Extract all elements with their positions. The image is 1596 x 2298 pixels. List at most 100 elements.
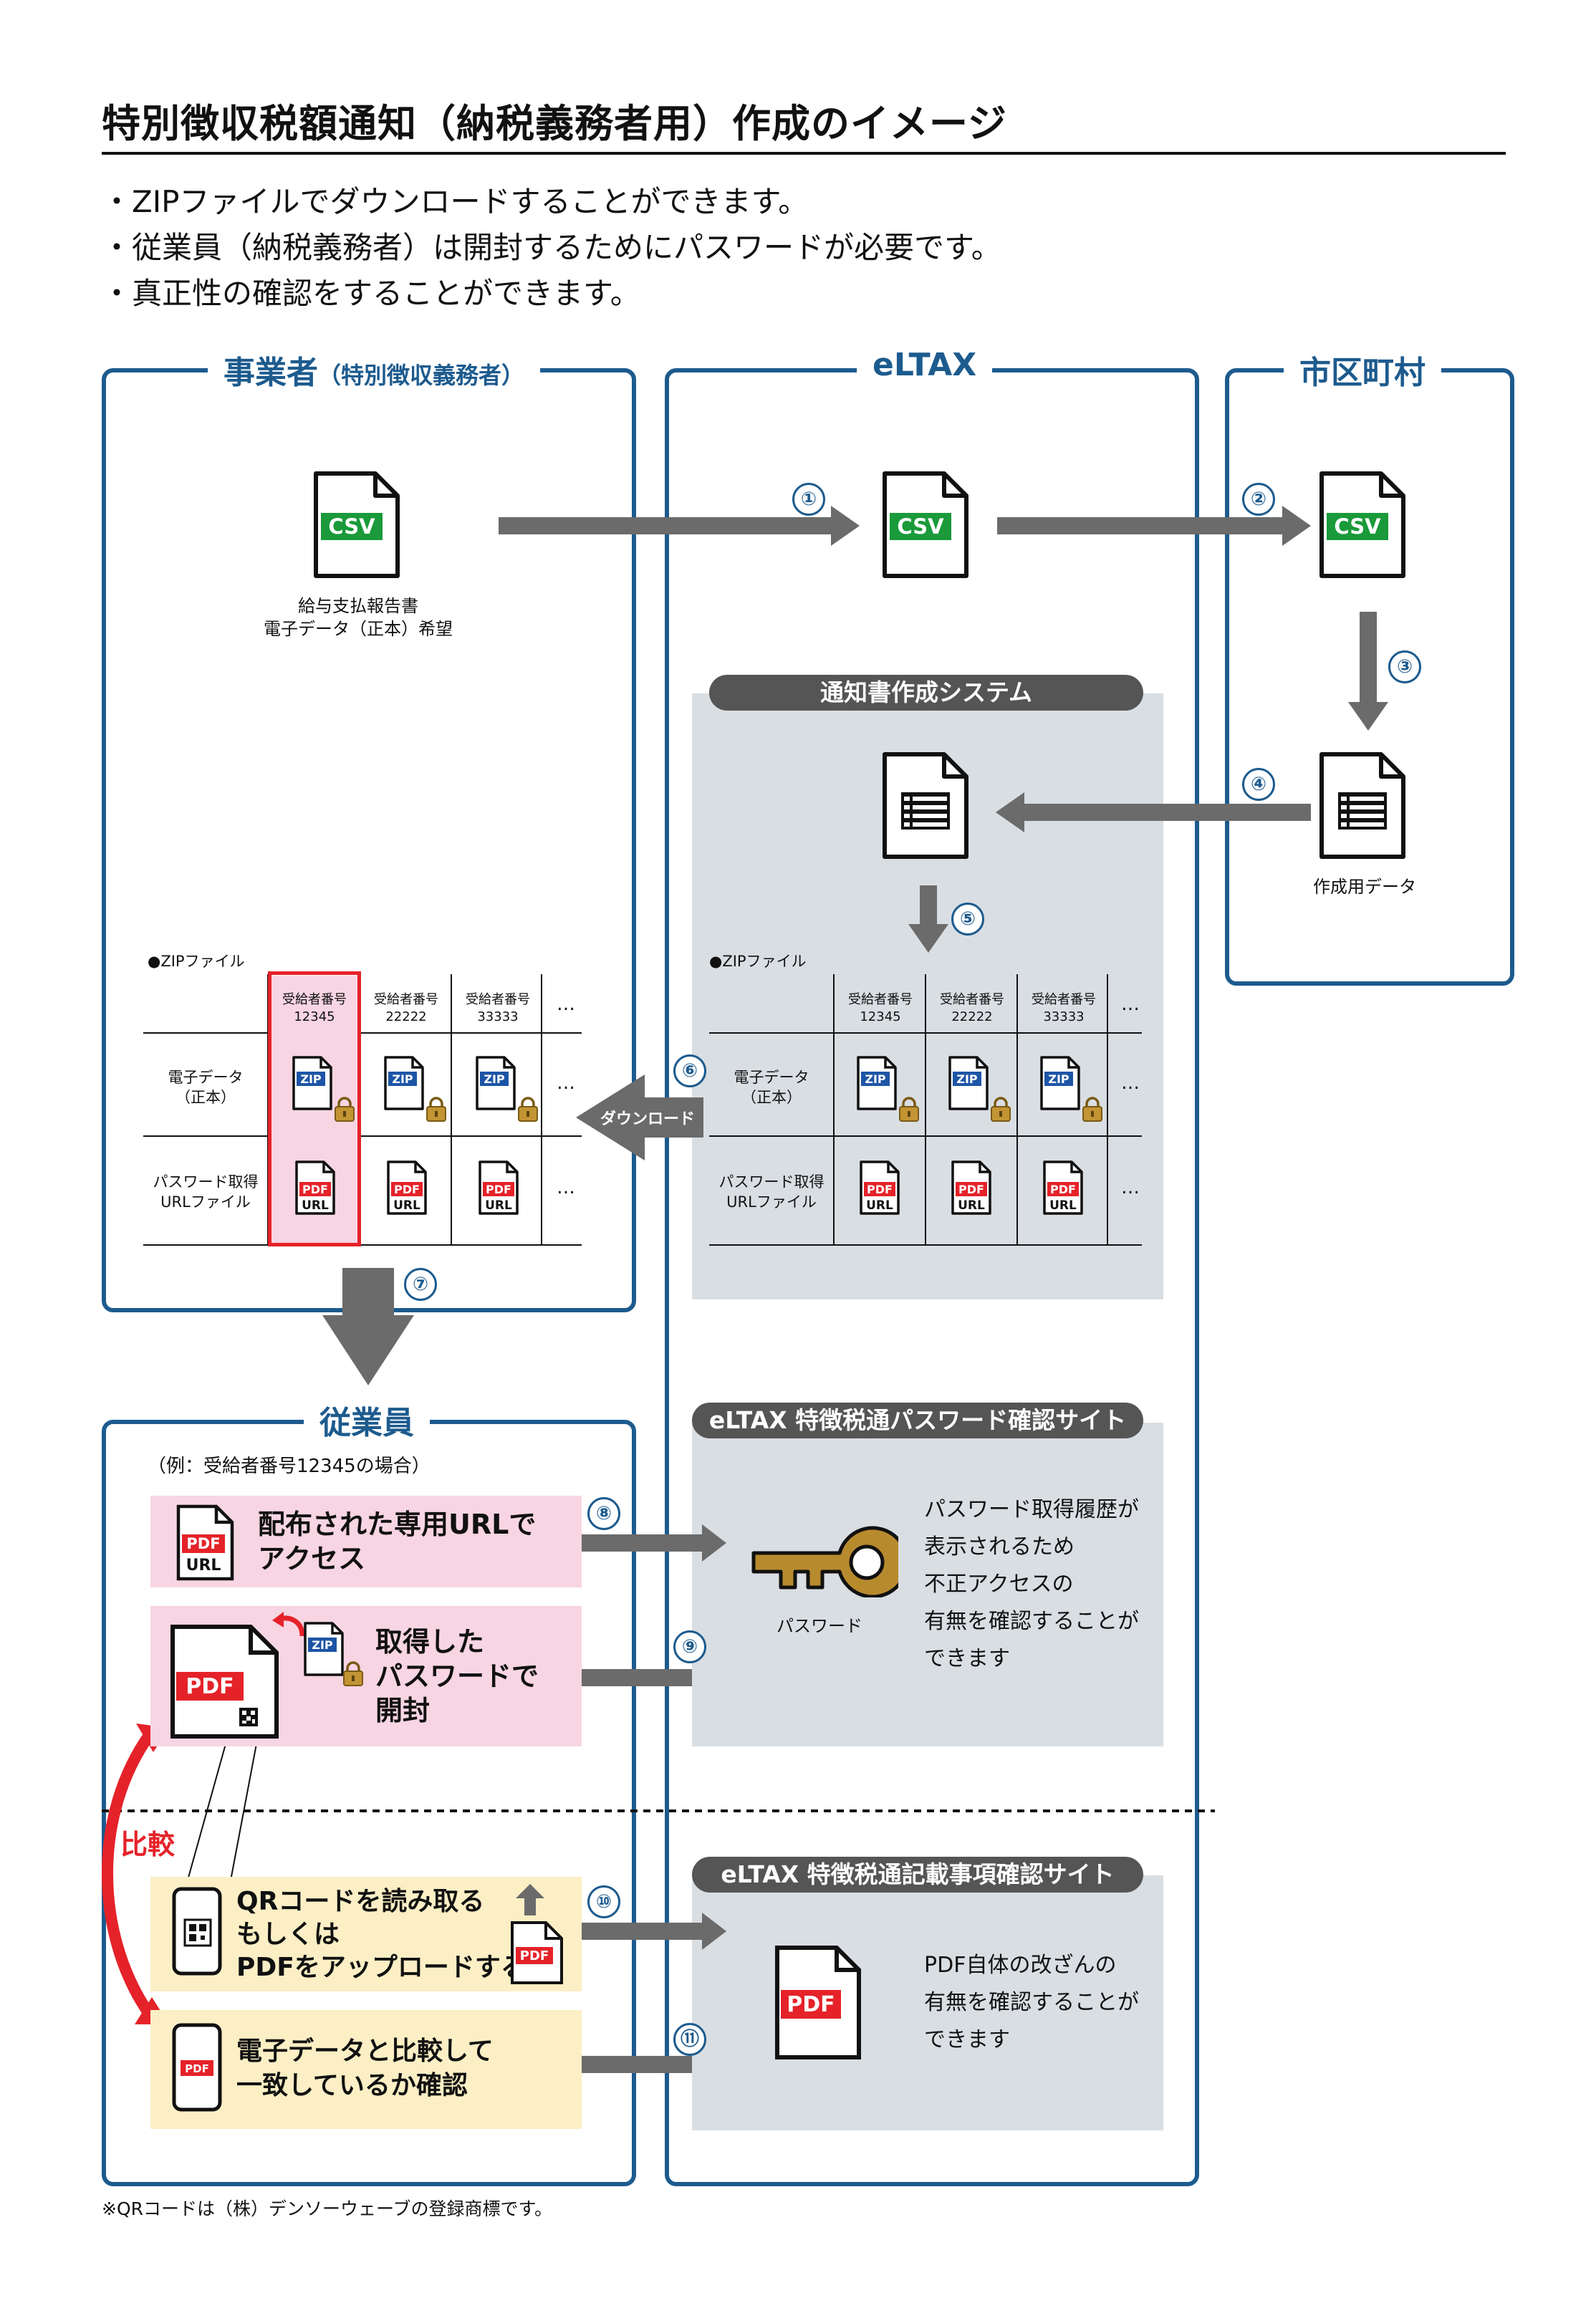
system-pill: 通知書作成システム xyxy=(709,675,1143,711)
pdf-url-icon: PDF URL xyxy=(176,1504,234,1581)
arrow-3 xyxy=(1348,612,1388,731)
employer-panel-label: 事業者（特別徴収義務者） xyxy=(208,347,541,393)
pdf-qr-doc-icon: PDF xyxy=(170,1625,279,1739)
download-label: ダウンロード xyxy=(600,1110,695,1128)
arrow-2 xyxy=(997,506,1311,546)
compare-label: 比較 xyxy=(120,1829,176,1860)
csv-file-icon: CSV xyxy=(1319,471,1408,582)
svg-text:URL: URL xyxy=(485,1198,512,1213)
ellipsis: … xyxy=(557,1072,575,1094)
svg-text:ZIP: ZIP xyxy=(312,1638,333,1652)
access-step-text: 配布された専用URLでアクセス xyxy=(258,1509,537,1575)
svg-text:PDF: PDF xyxy=(1050,1183,1076,1196)
step-7: ⑦ xyxy=(404,1268,437,1301)
svg-text:PDF: PDF xyxy=(867,1183,893,1196)
eltax-panel-label: eLTAX xyxy=(857,347,993,383)
step-8: ⑧ xyxy=(587,1497,620,1530)
employer-csv-caption: 給与支払報告書電子データ（正本）希望 xyxy=(264,596,453,639)
pdf-url-icon: PDF URL xyxy=(295,1160,335,1215)
arrow-4 xyxy=(996,792,1311,832)
svg-text:PDF: PDF xyxy=(520,1948,549,1963)
step-11: ⑪ xyxy=(673,2023,706,2056)
smartphone-qr-icon xyxy=(172,1887,222,1976)
svg-text:URL: URL xyxy=(1049,1198,1077,1213)
svg-text:CSV: CSV xyxy=(897,514,944,539)
highlight-12345 xyxy=(268,971,361,1246)
compare-step-text: 電子データと比較して一致しているか確認 xyxy=(236,2037,494,2100)
svg-text:PDF: PDF xyxy=(302,1183,328,1196)
step-9: ⑨ xyxy=(673,1630,706,1663)
svg-text:PDF: PDF xyxy=(958,1183,984,1196)
zip-lock-icon: ZIP xyxy=(292,1056,355,1122)
qr-step-box xyxy=(150,1877,582,1991)
svg-text:ZIP: ZIP xyxy=(865,1072,886,1086)
bullet-1: ・ZIPファイルでダウンロードすることができます。 xyxy=(102,184,809,219)
svg-text:PDF: PDF xyxy=(394,1183,420,1196)
step-1: ① xyxy=(792,483,825,516)
ellipsis: … xyxy=(1121,1072,1140,1094)
svg-text:URL: URL xyxy=(866,1198,893,1213)
password-site-pill: eLTAX 特徴税通パスワード確認サイト xyxy=(692,1403,1143,1438)
pdf-upload-icon: PDF xyxy=(511,1884,563,1984)
step-10: ⑩ xyxy=(587,1885,620,1918)
zip-lock-icon: ZIP xyxy=(384,1056,447,1122)
employee-example: （例：受給者番号12345の場合） xyxy=(148,1456,431,1477)
svg-text:PDF: PDF xyxy=(186,1535,220,1552)
record-site-note: PDF自体の改ざんの有無を確認することができます xyxy=(924,1953,1139,2052)
svg-text:ZIP: ZIP xyxy=(484,1072,505,1086)
table-doc-icon xyxy=(1319,752,1408,862)
svg-text:PDF: PDF xyxy=(185,2062,209,2075)
svg-text:ZIP: ZIP xyxy=(956,1072,978,1086)
ellipsis: … xyxy=(557,1177,575,1198)
step-4: ④ xyxy=(1242,768,1275,801)
municipality-panel-label: 市区町村 xyxy=(1284,347,1441,393)
zip-lock-icon: ZIP xyxy=(948,1056,1011,1122)
curved-arrow-icon xyxy=(272,1612,305,1637)
step-5: ⑤ xyxy=(951,903,984,936)
pdf-url-icon: PDF URL xyxy=(1043,1160,1083,1215)
svg-text:URL: URL xyxy=(393,1198,420,1213)
open-step-text: 取得したパスワードで開封 xyxy=(375,1626,539,1726)
arrow-8 xyxy=(582,1524,726,1562)
zip-lock-icon: ZIP xyxy=(1040,1056,1103,1122)
arrow-7 xyxy=(322,1268,414,1385)
csv-file-icon: CSV xyxy=(314,471,403,582)
ellipsis: … xyxy=(1121,1177,1140,1198)
bullet-2: ・従業員（納税義務者）は開封するためにパスワードが必要です。 xyxy=(102,230,1001,265)
svg-text:PDF: PDF xyxy=(486,1183,511,1196)
key-caption: パスワード xyxy=(777,1616,862,1636)
zip-table-heading: ●ZIPファイル xyxy=(709,953,807,970)
svg-text:ZIP: ZIP xyxy=(392,1072,413,1086)
zip-lock-icon: ZIP xyxy=(476,1056,539,1122)
table-doc-icon xyxy=(883,752,971,862)
password-site-area xyxy=(692,1423,1163,1746)
svg-text:URL: URL xyxy=(958,1198,985,1213)
svg-text:URL: URL xyxy=(186,1557,221,1575)
page-title: 特別徴収税額通知（納税義務者用）作成のイメージ xyxy=(102,101,1007,146)
arrow-9 xyxy=(533,1659,692,1696)
employee-panel-label: 従業員 xyxy=(304,1397,430,1443)
pdf-url-icon: PDF URL xyxy=(387,1160,427,1215)
svg-text:PDF: PDF xyxy=(186,1674,234,1699)
svg-text:CSV: CSV xyxy=(1334,514,1381,539)
zip-lock-icon: ZIP xyxy=(857,1056,920,1122)
footnote: ※QRコードは（株）デンソーウェーブの登録商標です。 xyxy=(102,2198,552,2219)
pdf-file-icon: PDF xyxy=(775,1946,861,2059)
svg-text:ZIP: ZIP xyxy=(300,1072,322,1086)
download-arrow xyxy=(576,1075,703,1160)
creation-data-caption: 作成用データ xyxy=(1313,877,1416,897)
zip-table-grid xyxy=(709,974,1142,1246)
smartphone-pdf-icon: PDF xyxy=(172,2023,222,2112)
zip-lock-icon: ZIP xyxy=(304,1622,364,1687)
arrow-1 xyxy=(499,506,860,546)
svg-text:URL: URL xyxy=(302,1198,329,1213)
record-site-area xyxy=(692,1875,1163,2130)
